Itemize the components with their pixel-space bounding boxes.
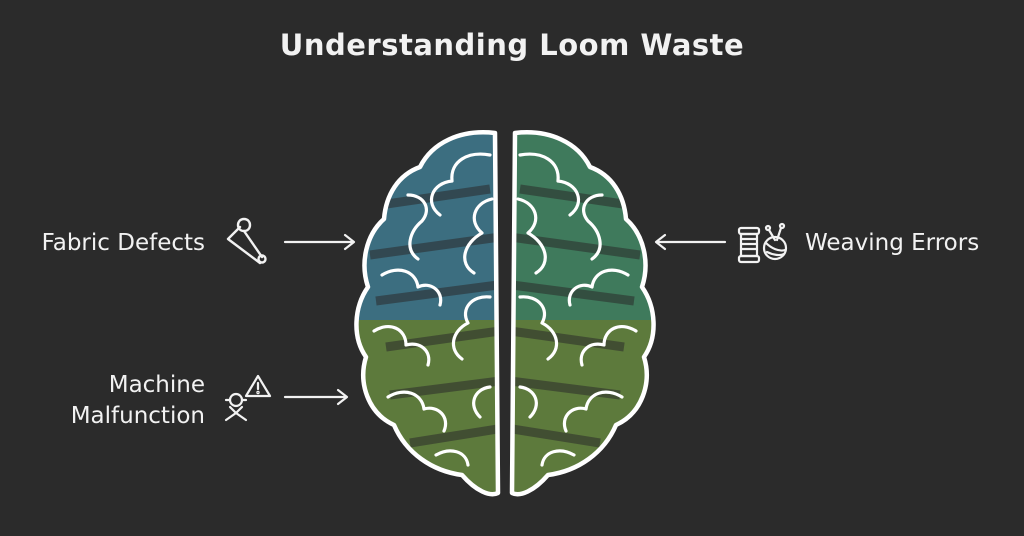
factor-label-weaving-errors: Weaving Errors (805, 230, 980, 256)
machine-warning-icon (224, 374, 272, 422)
brain-illustration (354, 130, 656, 497)
yarn-spool-icon (737, 222, 788, 264)
arrow-fabric-defects (283, 233, 356, 251)
factor-label-fabric-defects: Fabric Defects (41, 230, 205, 256)
arrow-machine-malfunction (283, 388, 349, 406)
brain-right-hemisphere (509, 130, 656, 497)
safety-pin-icon (226, 217, 267, 265)
diagram-title: Understanding Loom Waste (279, 28, 745, 62)
brain-left-hemisphere (354, 130, 501, 497)
arrow-weaving-errors (654, 233, 727, 251)
factor-label-machine-malfunction: Machine Malfunction (70, 372, 205, 429)
